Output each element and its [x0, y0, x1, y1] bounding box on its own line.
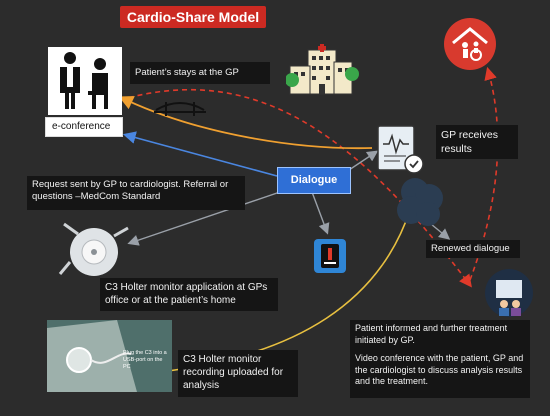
- diagram-title: Cardio-Share Model: [120, 6, 266, 28]
- video-conference-text: Video conference with the patient, GP an…: [355, 353, 524, 386]
- hospital-icon: [286, 44, 359, 95]
- gray-arrow-dialogue-to-app: [311, 191, 330, 235]
- patient-informed-text: Patient informed and further treatment i…: [355, 323, 508, 345]
- doctor-patient-icon: [48, 47, 122, 115]
- renewed-dialogue-label: Renewed dialogue: [426, 240, 520, 258]
- bridge-icon: [154, 102, 206, 116]
- laptop-photo-icon: Plug the C3 into a USB-port on the PC: [47, 320, 172, 392]
- holter-application-label: C3 Holter monitor application at GPs off…: [100, 278, 278, 311]
- video-conference-icon: [485, 269, 533, 317]
- home-care-icon: [444, 18, 496, 70]
- results-document-icon: [377, 125, 424, 174]
- patient-informed-box: Patient informed and further treatment i…: [350, 320, 530, 398]
- cloud-icon: [397, 178, 443, 226]
- orange-arrow-results-to-gp: [118, 96, 373, 150]
- gp-receives-results-label: GP receives results: [436, 125, 518, 159]
- blue-arrow-dialogue-to-econf: [122, 131, 278, 177]
- red-dashed-arrow-to-patient: [119, 88, 472, 288]
- laptop-sticker-text: Plug the C3 into a USB-port on the PC: [123, 350, 167, 370]
- monitor-app-icon: [314, 239, 346, 273]
- holter-device-icon: [58, 222, 129, 276]
- arrow-dialogue-to-results: [348, 150, 379, 171]
- e-conference-box: e-conference: [45, 117, 123, 137]
- gray-arrow-dialogue-to-holter: [127, 191, 281, 246]
- patient-at-gp-label: Patient’s stays at the GP: [130, 62, 270, 84]
- dialogue-box: Dialogue: [277, 167, 351, 194]
- holter-upload-label: C3 Holter monitor recording uploaded for…: [178, 350, 298, 397]
- request-sent-label: Request sent by GP to cardiologist. Refe…: [27, 176, 245, 210]
